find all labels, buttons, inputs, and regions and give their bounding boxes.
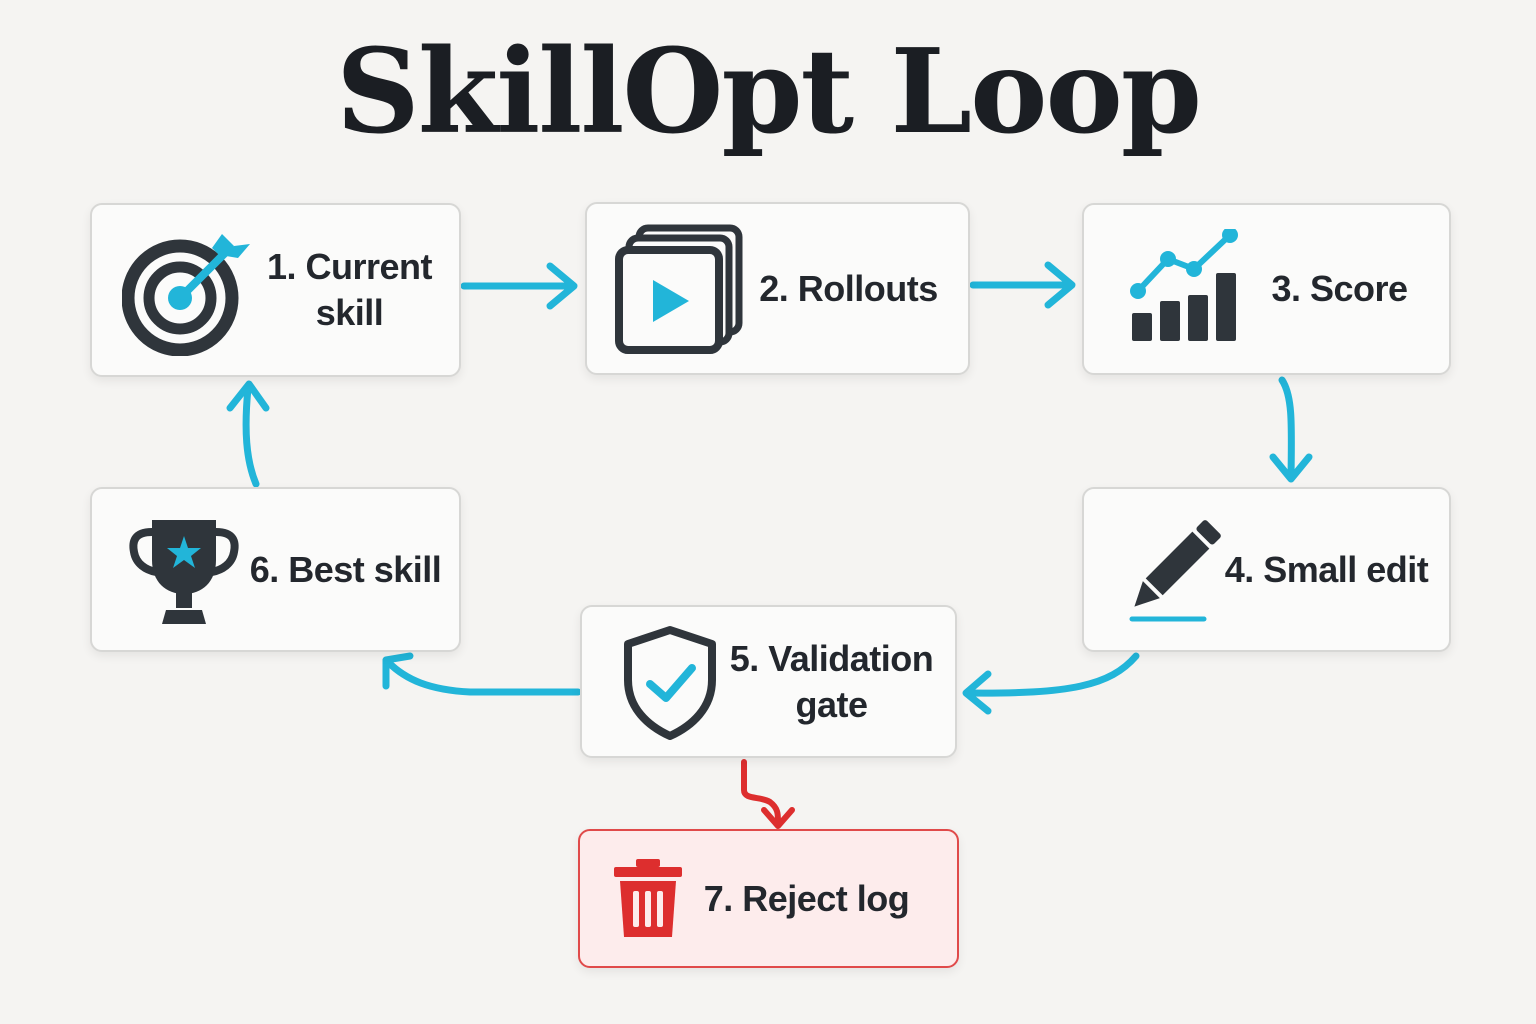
step-label-line: skill	[315, 292, 384, 333]
step-label: 3. Score	[1248, 266, 1431, 312]
step-label: 1. Current skill	[254, 244, 445, 336]
step-label: 5. Validation gate	[720, 636, 943, 728]
step-validation-gate[interactable]: 5. Validation gate	[580, 605, 957, 758]
step-label: 7. Reject log	[686, 876, 927, 922]
step-rollouts[interactable]: 2. Rollouts	[585, 202, 970, 375]
shield-check-icon	[620, 624, 720, 740]
step-label: 4. Small edit	[1222, 547, 1431, 593]
trophy-icon	[126, 512, 242, 628]
step-label: 2. Rollouts	[745, 266, 952, 312]
step-label-line: 7. Reject log	[703, 877, 910, 919]
step-small-edit[interactable]: 4. Small edit	[1082, 487, 1451, 652]
trash-icon	[610, 857, 686, 941]
arrow-4-to-5	[962, 652, 1140, 715]
arrow-3-to-4	[1269, 376, 1313, 483]
step-label: 6. Best skill	[242, 547, 449, 593]
step-label-line: 3. Score	[1271, 268, 1408, 309]
step-label-line: 6. Best skill	[249, 548, 442, 590]
step-current-skill[interactable]: 1. Current skill	[90, 203, 461, 377]
step-reject-log[interactable]: 7. Reject log	[578, 829, 959, 968]
step-label-line: 5. Validation	[729, 637, 934, 679]
rollouts-play-icon	[615, 224, 745, 354]
step-best-skill[interactable]: 6. Best skill	[90, 487, 461, 652]
step-label-line: gate	[795, 683, 868, 725]
pencil-icon	[1126, 515, 1222, 625]
step-score[interactable]: 3. Score	[1082, 203, 1451, 375]
step-label-line: 1. Current	[266, 246, 433, 287]
bar-chart-icon	[1128, 229, 1248, 349]
arrow-2-to-3	[969, 261, 1076, 309]
step-label-line: 4. Small edit	[1224, 548, 1429, 590]
arrow-5-to-6	[382, 652, 582, 696]
arrow-1-to-2	[460, 262, 578, 310]
target-icon	[122, 224, 254, 356]
diagram-title: SkillOpt Loop	[336, 24, 1202, 160]
step-label-line: 2. Rollouts	[759, 267, 938, 309]
arrow-5-to-7-reject	[741, 759, 795, 829]
arrow-6-to-1	[226, 380, 270, 488]
